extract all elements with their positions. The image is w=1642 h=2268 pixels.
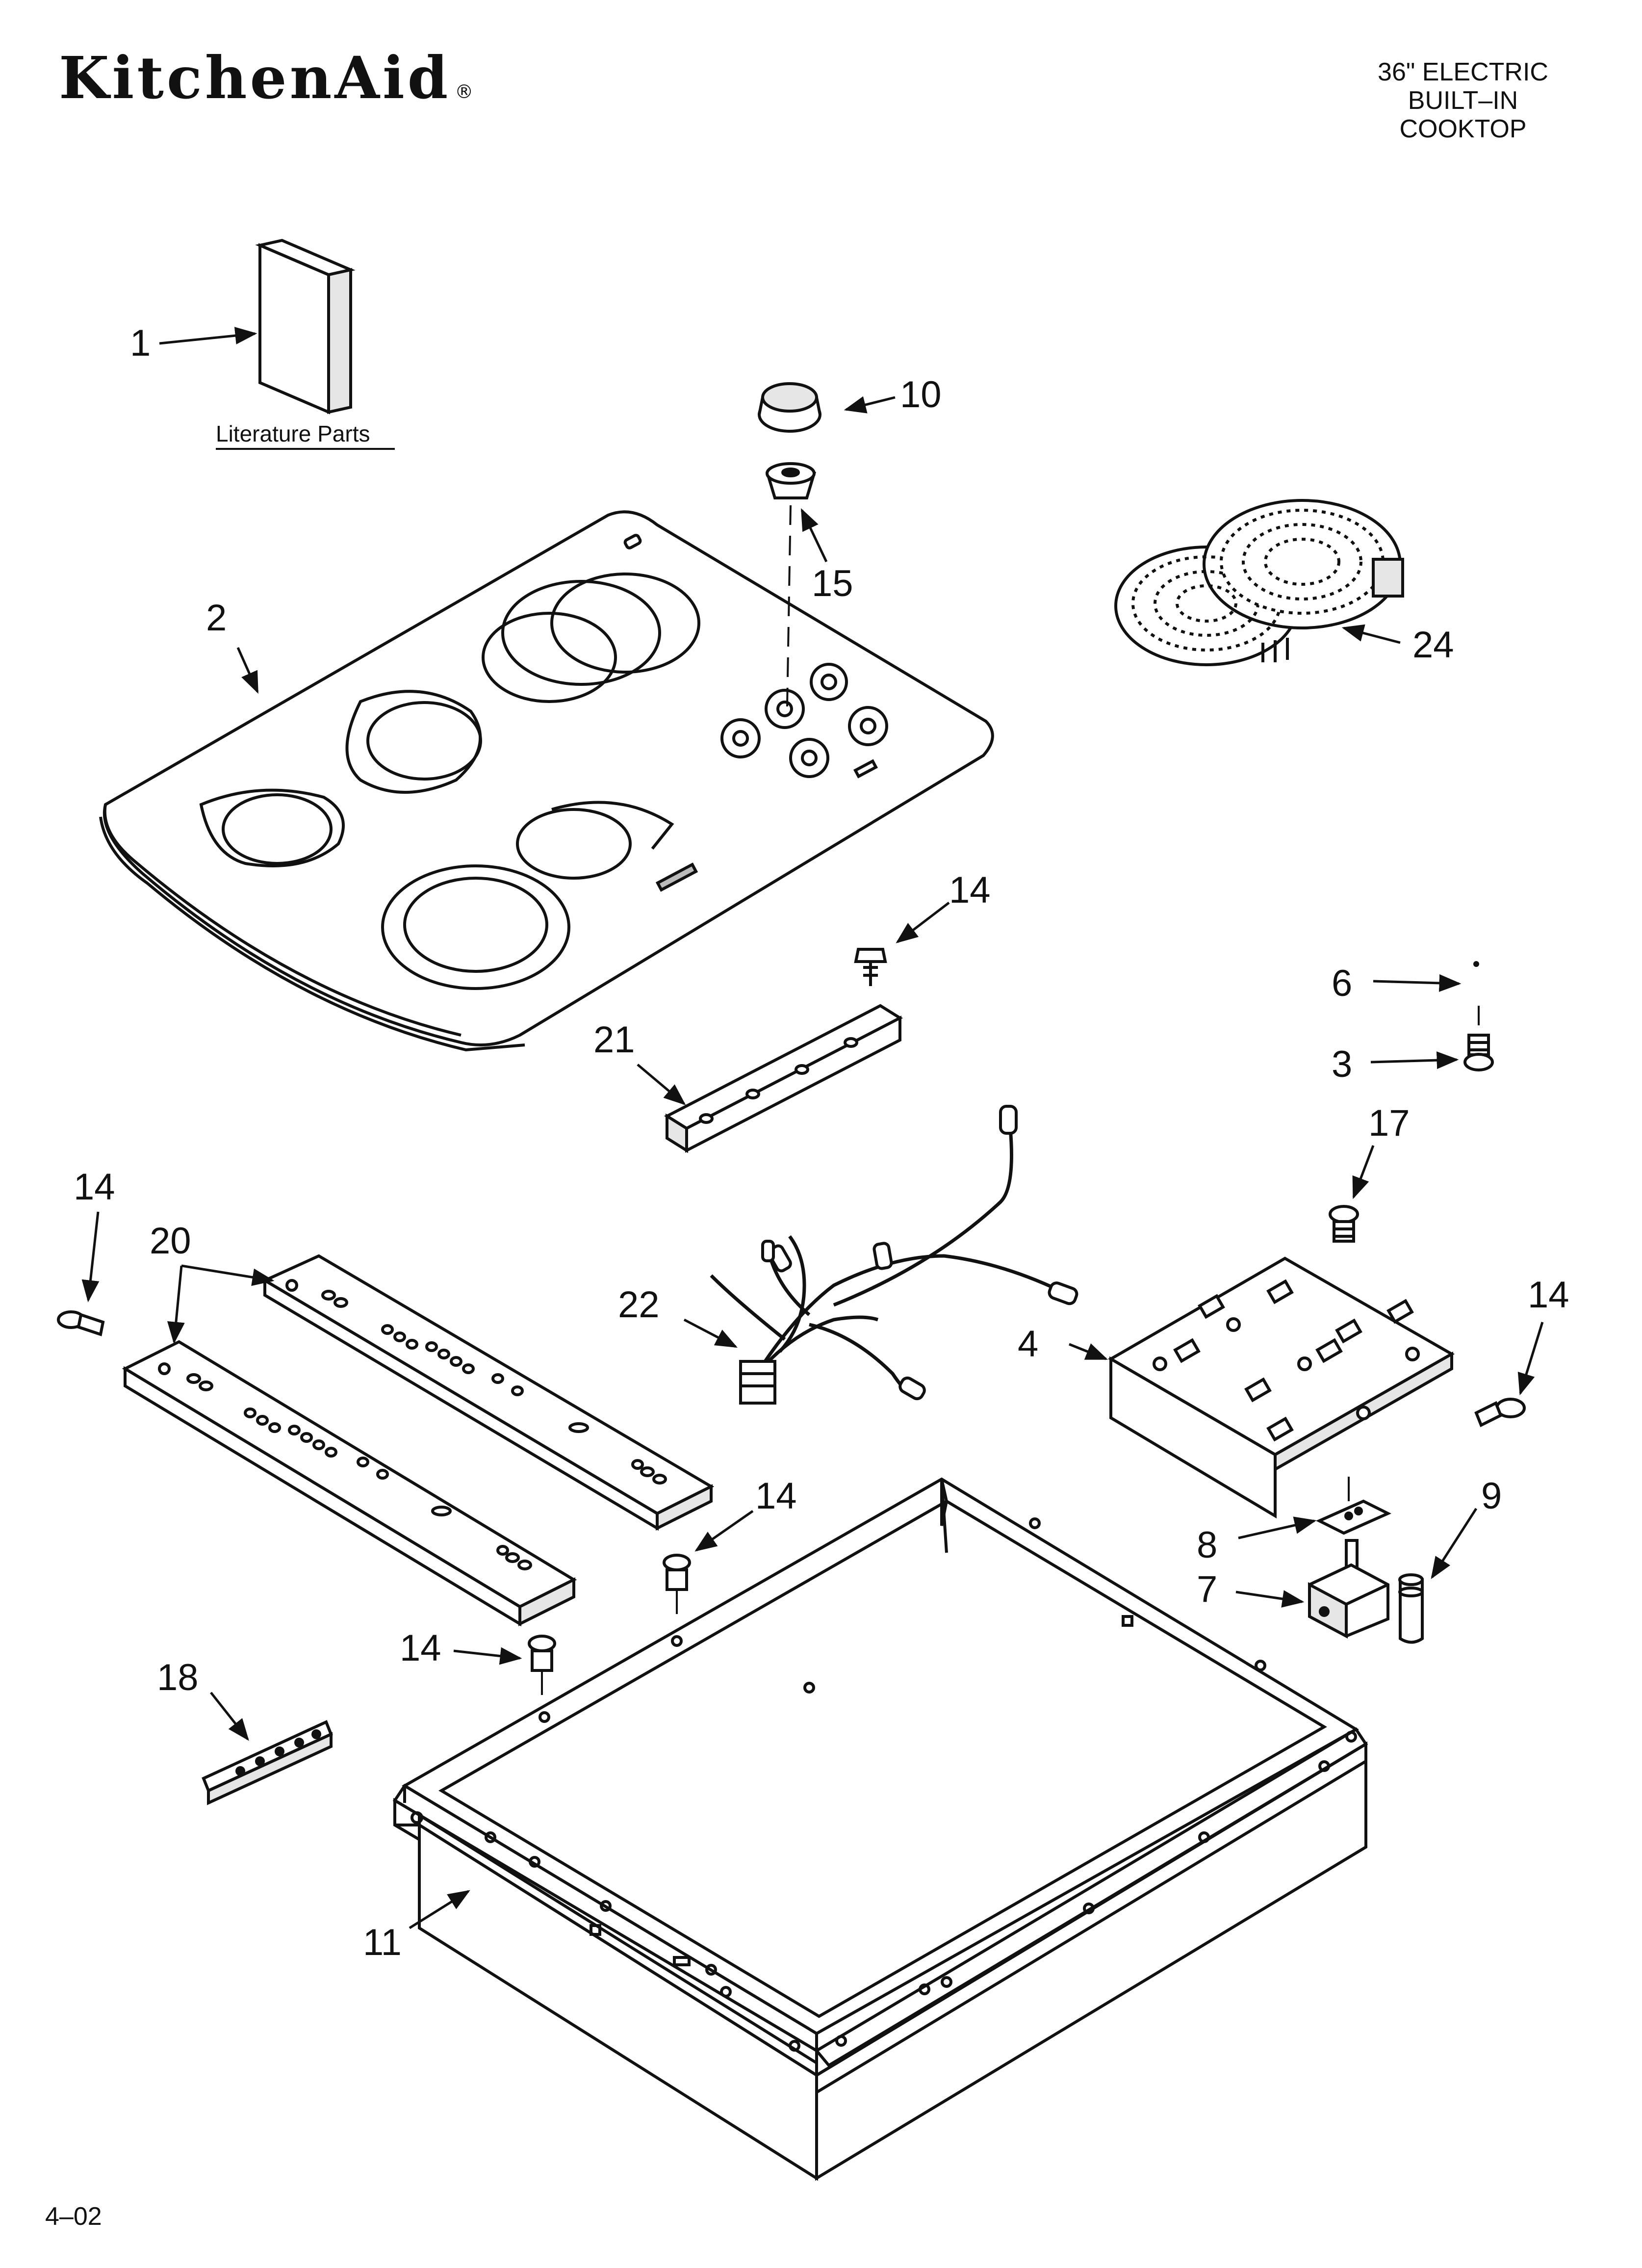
callout-14-a: 14 [949,869,991,911]
leader-22 [683,1318,738,1348]
control-box [1108,1256,1455,1519]
clip-6 [1473,961,1479,967]
brand-name: KitchenAid [59,44,451,112]
callout-14-d: 14 [755,1475,797,1517]
callout-14-e: 14 [400,1627,441,1669]
leader-21 [637,1064,686,1105]
leader-14-d [694,1510,754,1552]
leader-9 [1431,1508,1478,1579]
callout-1: 1 [130,322,151,364]
callout-18: 18 [157,1657,199,1698]
leader-11 [409,1890,470,1929]
screw-14-d [663,1554,691,1614]
leader-14-b [81,1211,100,1303]
callout-9: 9 [1481,1475,1502,1517]
brand-logo: KitchenAid® [59,49,476,107]
screw-14-c [1474,1398,1526,1428]
cooktop-glass [99,510,994,1052]
registered-mark: ® [455,81,477,103]
literature-caption: Literature Parts [216,421,370,446]
product-line-2: BUILT–IN [1408,86,1518,115]
callout-7: 7 [1197,1568,1217,1610]
callout-10: 10 [900,374,942,416]
rail-20-lower [122,1340,577,1627]
callout-20: 20 [150,1220,191,1262]
screw-3 [1463,1034,1494,1071]
control-knob [758,382,821,433]
cooktop-frame [392,1477,1368,2181]
product-title: 36" ELECTRIC BUILT–IN COOKTOP [1340,58,1586,143]
product-line-3: COOKTOP [1399,115,1527,143]
leader-7 [1235,1590,1305,1608]
bracket-21 [664,1004,903,1153]
callout-15: 15 [812,563,853,604]
assembly-dashed-line [786,505,792,707]
callout-24: 24 [1412,624,1454,666]
page-footer: 4–02 [45,2202,102,2231]
callout-22: 22 [618,1284,660,1326]
screw-17 [1329,1205,1359,1243]
leader-24 [1341,624,1401,644]
leader-14-e [453,1647,522,1665]
leader-15 [800,508,828,563]
callout-14-c: 14 [1528,1274,1569,1316]
callout-6: 6 [1332,963,1352,1004]
stem-extension-9 [1398,1573,1424,1644]
burner-element [1114,499,1404,666]
callout-8: 8 [1197,1524,1217,1566]
leader-1 [159,327,257,345]
leader-4 [1069,1343,1108,1360]
callout-3: 3 [1332,1043,1352,1085]
callout-17: 17 [1368,1102,1410,1144]
bracket-18 [202,1720,333,1805]
leader-14-a [896,902,950,943]
leader-3 [1370,1051,1459,1069]
leader-17 [1352,1145,1375,1199]
callout-4: 4 [1018,1323,1038,1365]
callout-21: 21 [593,1019,635,1061]
mount-plate-8 [1315,1499,1392,1535]
product-line-1: 36" ELECTRIC [1378,58,1548,86]
leader-10 [844,396,896,414]
screw-14-e [528,1635,556,1695]
harness-connectors [739,1105,1078,1405]
screw-14-a [854,948,887,986]
leader-20 [181,1264,275,1286]
leader-8 [1238,1516,1317,1539]
leader-6 [1373,974,1462,992]
callout-11: 11 [363,1922,402,1963]
leader-2 [236,647,259,694]
leader-20-b [167,1265,185,1344]
infinite-switch-7 [1308,1539,1389,1639]
callout-14-b: 14 [74,1166,115,1208]
literature-booklet [255,238,356,415]
screw-14-b [57,1310,105,1336]
knob-insert [765,462,817,499]
callout-2: 2 [206,597,227,639]
leader-18 [210,1692,249,1741]
leader-14-c [1517,1322,1544,1396]
rail-20-upper [261,1254,715,1531]
